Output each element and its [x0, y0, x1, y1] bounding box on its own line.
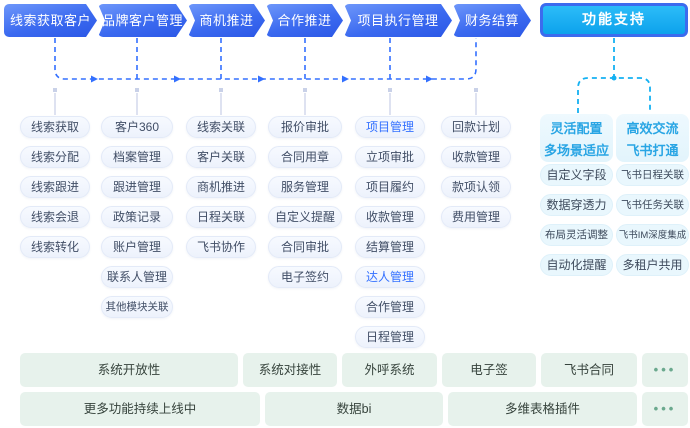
feature-pill: 收款管理	[441, 146, 511, 168]
feature-pill: 线索关联	[186, 116, 256, 138]
feature-pill: 结算管理	[355, 236, 425, 258]
feature-pill: 回款计划	[441, 116, 511, 138]
feature-pill: 线索会退	[20, 206, 90, 228]
support-pill: 多租户共用	[616, 254, 689, 276]
support-pill: 飞书日程关联	[616, 164, 689, 186]
support-pill: 自定义字段	[540, 164, 613, 186]
feature-pill: 客户360	[101, 116, 173, 138]
bottom-box-call-system: 外呼系统	[342, 353, 437, 387]
support-header-line: 灵活配置	[550, 120, 603, 136]
feature-pill: 线索分配	[20, 146, 90, 168]
feature-pill: 客户关联	[186, 146, 256, 168]
feature-pill: 自定义提醒	[268, 206, 342, 228]
support-header-feishu-link: 高效交流 飞书打通	[616, 114, 689, 162]
bottom-box-esign: 电子签	[442, 353, 536, 387]
support-pill: 自动化提醒	[540, 254, 613, 276]
support-header-line: 多场景适应	[543, 142, 609, 158]
support-header-line: 高效交流	[626, 120, 679, 136]
feature-pill: 线索获取	[20, 116, 90, 138]
support-pill: 飞书IM深度集成	[616, 224, 689, 246]
feature-pill: 款项认领	[441, 176, 511, 198]
feature-pill-highlight: 项目管理	[355, 116, 425, 138]
feature-pill: 其他模块关联	[101, 296, 173, 318]
feature-pill: 档案管理	[101, 146, 173, 168]
support-pill: 布局灵活调整	[540, 224, 613, 246]
bottom-box-data-bi: 数据bi	[265, 392, 443, 426]
stage-project-execution: 项目执行管理	[344, 4, 452, 37]
feature-pill: 跟进管理	[101, 176, 173, 198]
feature-pill: 联系人管理	[101, 266, 173, 288]
support-pill: 飞书任务关联	[616, 194, 689, 216]
support-button: 功能支持	[540, 3, 688, 37]
stage-cooperation: 合作推进	[266, 4, 343, 37]
feature-pill: 飞书协作	[186, 236, 256, 258]
feature-pill: 线索转化	[20, 236, 90, 258]
bottom-box-multitable-plugin: 多维表格插件	[448, 392, 637, 426]
more-dots-icon: •••	[642, 392, 688, 426]
stage-brand-customer-mgmt: 品牌客户管理	[98, 4, 187, 37]
feature-pill: 日程关联	[186, 206, 256, 228]
feature-pill: 服务管理	[268, 176, 342, 198]
bottom-box-feishu-contract: 飞书合同	[541, 353, 637, 387]
feature-pill: 报价审批	[268, 116, 342, 138]
feature-pill: 线索跟进	[20, 176, 90, 198]
support-header-flex-config: 灵活配置 多场景适应	[540, 114, 613, 162]
feature-pill: 电子签约	[268, 266, 342, 288]
more-dots-icon: •••	[642, 353, 688, 387]
feature-pill: 立项审批	[355, 146, 425, 168]
stage-opportunity: 商机推进	[188, 4, 265, 37]
feature-pill: 账户管理	[101, 236, 173, 258]
feature-pill-highlight: 达人管理	[355, 266, 425, 288]
support-header-line: 飞书打通	[626, 142, 679, 158]
stage-lead-acquisition: 线索获取客户	[4, 4, 97, 37]
feature-pill: 日程管理	[355, 326, 425, 348]
feature-pill: 商机推进	[186, 176, 256, 198]
feature-pill: 合同用章	[268, 146, 342, 168]
bottom-box-more-features: 更多功能持续上线中	[20, 392, 260, 426]
feature-pill: 项目履约	[355, 176, 425, 198]
feature-pill: 合同审批	[268, 236, 342, 258]
feature-pill: 合作管理	[355, 296, 425, 318]
bottom-box-system-connect: 系统对接性	[243, 353, 337, 387]
feature-pill: 政策记录	[101, 206, 173, 228]
stage-finance-settlement: 财务结算	[453, 4, 531, 37]
feature-pill: 费用管理	[441, 206, 511, 228]
feature-pill: 收款管理	[355, 206, 425, 228]
support-pill: 数据穿透力	[540, 194, 613, 216]
bottom-box-system-openness: 系统开放性	[20, 353, 238, 387]
